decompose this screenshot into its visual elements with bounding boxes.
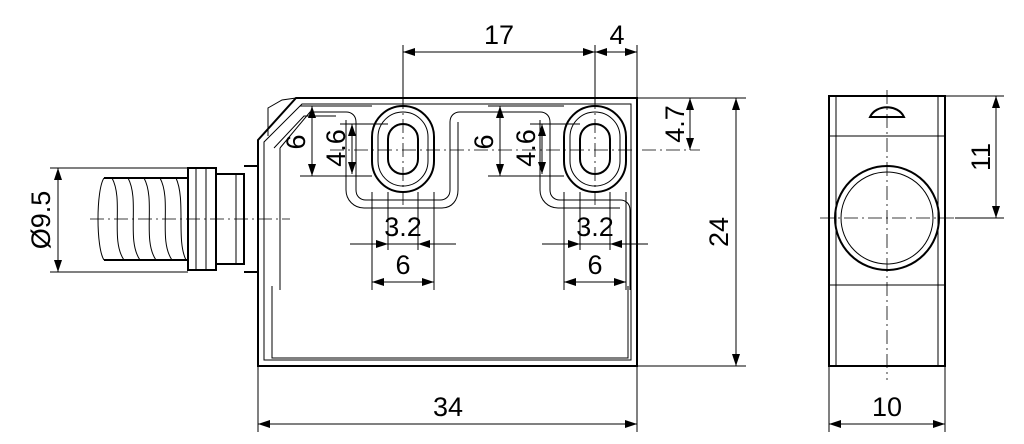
dim-4-label: 4 [609,20,624,50]
dimensions-front: 17 4 4.7 6 4.6 6 4.6 Ø9.5 [26,20,746,432]
dim-right-6-label: 6 [469,134,499,149]
dim-17-label: 17 [484,20,514,50]
dim-left-3.2-label: 3.2 [384,212,422,242]
dim-11-label: 11 [966,143,996,171]
dim-right-4.6-label: 4.6 [511,129,541,167]
dimensions-side: 11 10 [828,95,1004,432]
dim-right-width-6-label: 6 [587,250,602,280]
dim-left-width-6-label: 6 [395,250,410,280]
front-view [90,95,700,367]
dim-24-label: 24 [704,217,734,247]
dim-left-6-label: 6 [281,134,311,149]
side-view [820,90,955,380]
dim-diameter-label: Ø9.5 [26,191,56,250]
sensor-body [257,97,638,367]
dim-10-label: 10 [872,392,902,422]
dim-right-3.2-label: 3.2 [576,212,614,242]
dim-34-label: 34 [433,392,463,422]
dim-4.7-label: 4.7 [660,105,690,143]
dim-left-4.6-label: 4.6 [321,129,351,167]
